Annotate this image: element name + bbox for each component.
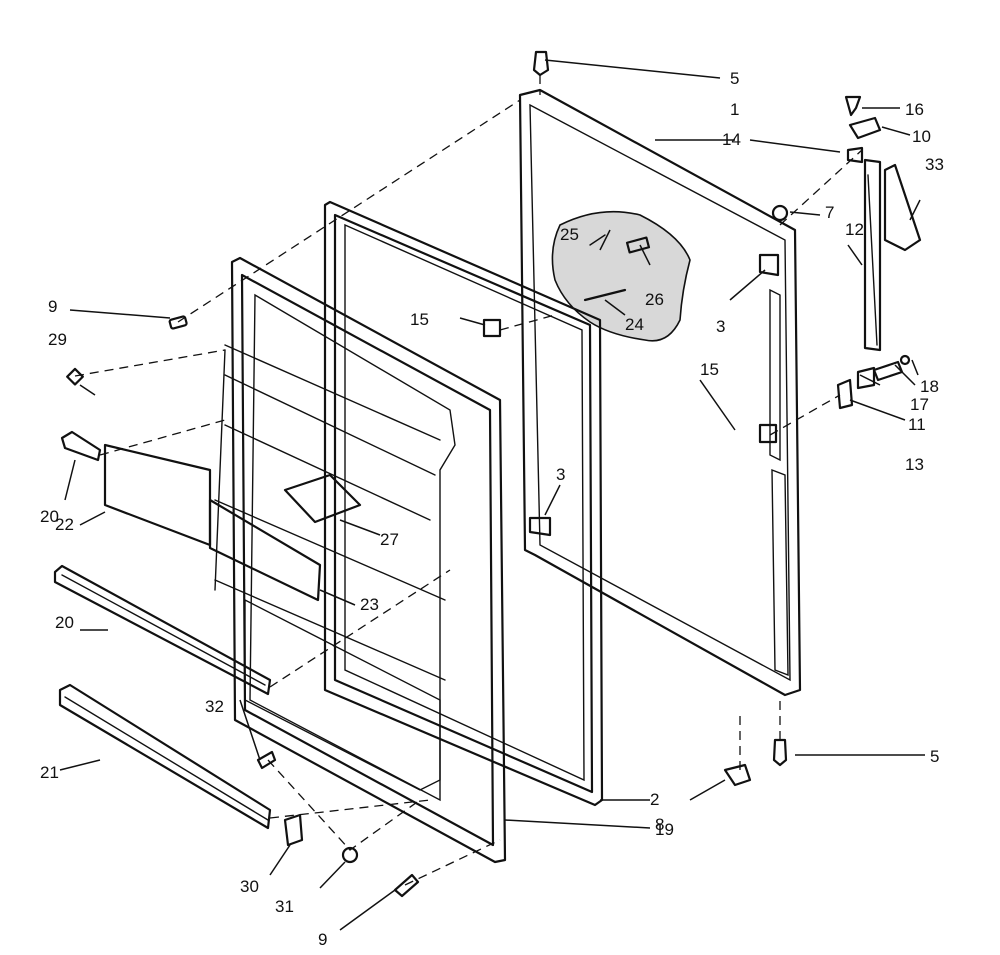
callout-20-lower: 20: [55, 613, 74, 632]
callout-8: 8: [655, 815, 664, 834]
callout-16: 16: [905, 100, 924, 119]
callout-15-lower: 15: [700, 360, 719, 379]
callout-17: 17: [910, 395, 929, 414]
callout-25: 25: [560, 225, 579, 244]
bushing-31: [341, 846, 359, 864]
hinge-pin-9-top: [168, 315, 188, 330]
callout-5-top: 5: [730, 69, 739, 88]
callout-11: 11: [908, 415, 926, 434]
inner-door-liner: [214, 256, 507, 864]
callout-33: 33: [925, 155, 944, 174]
cutaway-hardware: [583, 234, 651, 302]
screw-32: [256, 750, 277, 770]
callout-31: 31: [275, 897, 294, 916]
foot-2: [723, 763, 752, 787]
rod-12: [863, 158, 882, 352]
callout-21: 21: [40, 763, 59, 782]
stop-15-upper: [482, 318, 502, 338]
screw-5-bottom: [772, 738, 788, 767]
callout-3-lower: 3: [556, 465, 565, 484]
callout-19: 19: [655, 820, 674, 839]
callout-20-upper: 20: [40, 507, 59, 526]
callout-9-bottom: 9: [318, 930, 327, 949]
callout-10: 10: [912, 127, 931, 146]
callout-22: 22: [55, 515, 74, 534]
callout-labels: 1 2 3 3 5 5 7 8 9 9 10 11 12 13 14 15 15…: [40, 69, 944, 949]
assembly-lines: [74, 75, 863, 886]
bracket-13: [836, 378, 854, 410]
door-trim-upper: [60, 430, 102, 462]
hinge-10: [848, 116, 882, 140]
bushing-14: [846, 146, 864, 164]
plug-29: [66, 367, 84, 386]
door-shelf-upper: [103, 443, 212, 547]
bushing-7: [771, 204, 789, 222]
door-trim-lower: [53, 564, 272, 696]
callout-32: 32: [205, 697, 224, 716]
door-shelf-lower: [208, 498, 322, 602]
callout-1: 1: [730, 100, 739, 119]
callout-18: 18: [920, 377, 939, 396]
callout-30: 30: [240, 877, 259, 896]
callout-26: 26: [645, 290, 664, 309]
callout-24: 24: [625, 315, 644, 334]
callout-12: 12: [845, 220, 864, 239]
pin-18: [899, 354, 911, 366]
screw-16: [844, 95, 862, 117]
callout-15-upper: 15: [410, 310, 429, 329]
callout-9-top: 9: [48, 297, 57, 316]
hinge-pin-9-bottom: [393, 873, 420, 898]
callout-5-bottom: 5: [930, 747, 939, 766]
callout-3-upper: 3: [716, 317, 725, 336]
callout-7: 7: [825, 203, 834, 222]
door-bottom-rail: [58, 683, 272, 830]
bracket-33: [883, 163, 922, 252]
screw-5-top: [532, 50, 550, 77]
callout-14: 14: [722, 130, 741, 149]
stop-15-lower: [758, 423, 778, 444]
outer-door-panel: [518, 88, 802, 697]
callout-13: 13: [905, 455, 924, 474]
washer-11: [856, 366, 876, 390]
callout-27: 27: [380, 530, 399, 549]
cam-3-upper: [758, 253, 780, 277]
callout-2: 2: [650, 790, 659, 809]
callout-29: 29: [48, 330, 67, 349]
pin-17: [872, 360, 904, 382]
cam-3-lower: [528, 516, 552, 537]
leader-lines: [59, 59, 925, 931]
hinge-30: [283, 813, 304, 847]
cutaway-insulation: [551, 210, 691, 342]
callout-23: 23: [360, 595, 379, 614]
